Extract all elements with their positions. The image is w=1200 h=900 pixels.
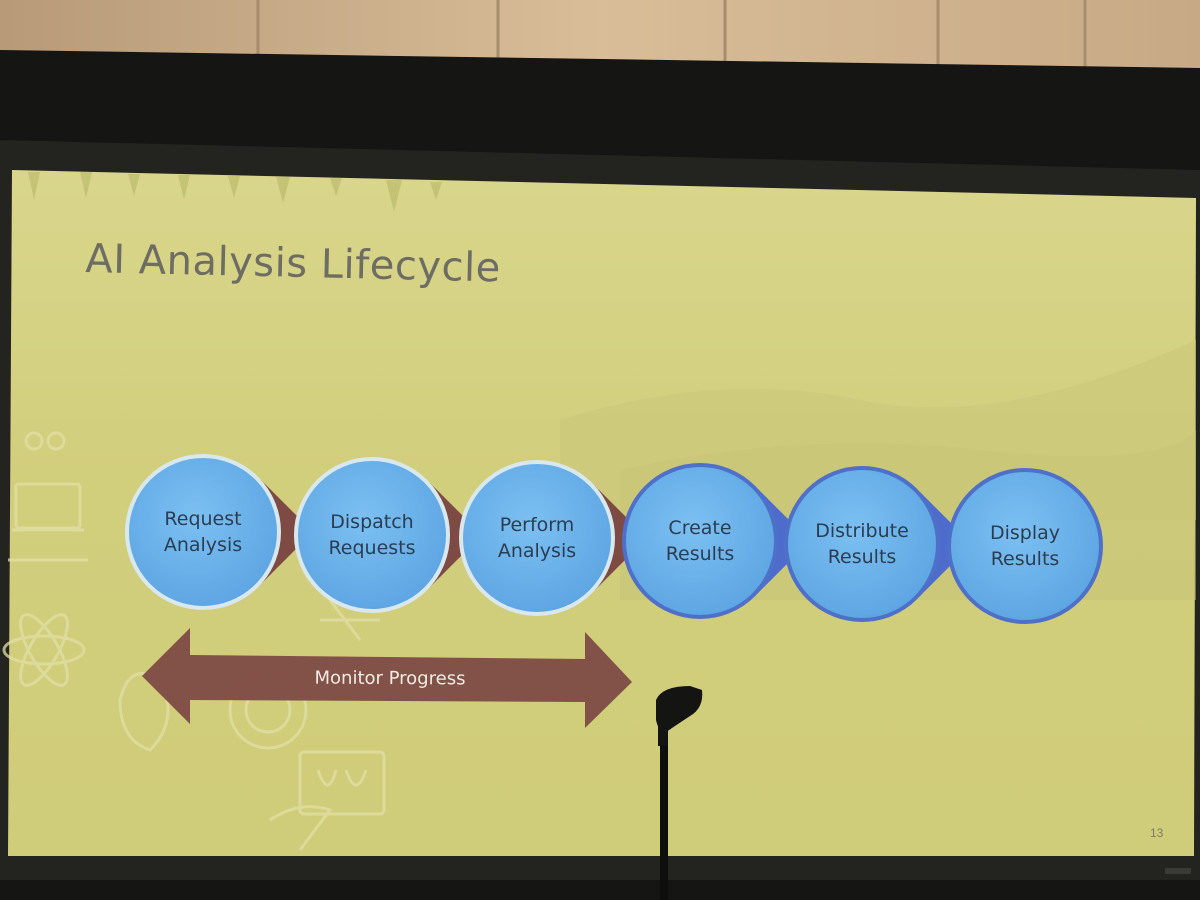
step-label-line2: Analysis: [163, 534, 243, 556]
step-label-line1: Request: [164, 508, 242, 530]
monitor-progress-arrow: [142, 628, 632, 728]
step-label-line2: Requests: [328, 537, 416, 559]
step-label-line1: Create: [668, 517, 732, 539]
leaf-decoration: [28, 172, 442, 212]
step-label-line1: Perform: [499, 514, 575, 536]
screen-corner-label: [1165, 868, 1191, 874]
step-circle: [459, 460, 615, 616]
step-circle: [622, 463, 778, 619]
step-label-line1: Distribute: [815, 520, 909, 542]
step-circle: [947, 468, 1103, 624]
step-circle: [294, 457, 450, 613]
step-label-line2: Analysis: [497, 540, 577, 562]
slide-title: AI Analysis Lifecycle: [84, 236, 502, 292]
step-circle: [784, 466, 940, 622]
gear-icon: [24, 431, 66, 451]
step-label-line2: Results: [827, 546, 897, 568]
step-circle: [125, 454, 281, 610]
microphone: [656, 686, 703, 900]
hand-icon: [269, 805, 333, 851]
atom-icon: [2, 613, 86, 687]
step-label-line1: Display: [989, 522, 1061, 544]
wall-panel-seams: [256, 0, 1087, 70]
laptop-icon: [8, 482, 88, 562]
step-label-line2: Results: [990, 548, 1060, 570]
monitor-progress-label: Monitor Progress: [314, 667, 466, 690]
microscope-icon: [320, 599, 380, 641]
step-circles: [125, 454, 1103, 624]
page-number: 13: [1150, 826, 1164, 840]
dental-xray-icon: [298, 750, 386, 816]
step-label-line1: Dispatch: [330, 511, 414, 533]
heart-organ-icon: [118, 671, 170, 752]
step-label-line2: Results: [665, 543, 735, 565]
